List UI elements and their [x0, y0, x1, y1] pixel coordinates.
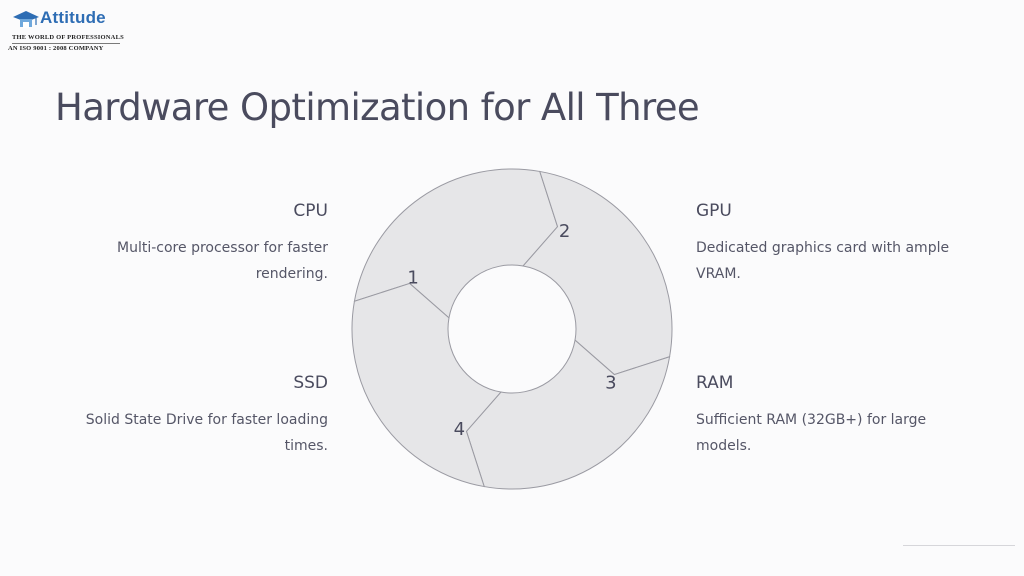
feature-cpu-desc-line1: Multi-core processor for faster — [117, 240, 328, 256]
feature-ssd: SSD Solid State Drive for faster loading… — [28, 373, 328, 459]
feature-ram-description: Sufficient RAM (32GB+) for large models. — [696, 407, 996, 459]
feature-gpu: GPU Dedicated graphics card with ample V… — [696, 201, 996, 287]
feature-cpu-description: Multi-core processor for faster renderin… — [28, 235, 328, 287]
feature-ram-title: RAM — [696, 373, 734, 393]
feature-cpu-title: CPU — [293, 201, 328, 221]
feature-ssd-desc-line2: times. — [284, 438, 328, 454]
page-title: Hardware Optimization for All Three — [55, 86, 700, 129]
cycle-segment-1 — [353, 168, 559, 319]
logo-divider — [12, 43, 120, 44]
corner-divider — [903, 545, 1015, 546]
feature-ssd-title: SSD — [293, 373, 328, 393]
cycle-segment-2 — [522, 170, 673, 376]
feature-ram-desc-line1: Sufficient RAM (32GB+) for large — [696, 412, 927, 428]
cycle-segment-3 — [465, 339, 671, 490]
feature-gpu-desc-line2: VRAM. — [696, 266, 741, 282]
graduation-cap-icon — [13, 11, 39, 28]
logo-certification: An ISO 9001 : 2008 Company — [8, 45, 104, 52]
feature-cpu: CPU Multi-core processor for faster rend… — [28, 201, 328, 287]
cycle-segment-label-2: 2 — [559, 221, 570, 242]
logo-tagline: The World Of Professionals — [12, 34, 124, 41]
cycle-segment-label-1: 1 — [407, 267, 418, 288]
cycle-segment-4 — [351, 282, 502, 488]
feature-cpu-desc-line2: rendering. — [255, 266, 328, 282]
logo-name: Attitude — [40, 8, 106, 27]
feature-gpu-description: Dedicated graphics card with ample VRAM. — [696, 235, 996, 287]
feature-gpu-title: GPU — [696, 201, 732, 221]
company-logo: Attitude The World Of Professionals An I… — [8, 8, 133, 54]
feature-ssd-description: Solid State Drive for faster loading tim… — [28, 407, 328, 459]
feature-ssd-desc-line1: Solid State Drive for faster loading — [85, 412, 328, 428]
cycle-diagram: 1 2 3 4 — [351, 168, 673, 490]
feature-ram: RAM Sufficient RAM (32GB+) for large mod… — [696, 373, 996, 459]
feature-gpu-desc-line1: Dedicated graphics card with ample — [696, 240, 950, 256]
cycle-segment-label-4: 4 — [454, 419, 465, 440]
feature-ram-desc-line2: models. — [696, 438, 752, 454]
cycle-segment-label-3: 3 — [605, 373, 616, 394]
